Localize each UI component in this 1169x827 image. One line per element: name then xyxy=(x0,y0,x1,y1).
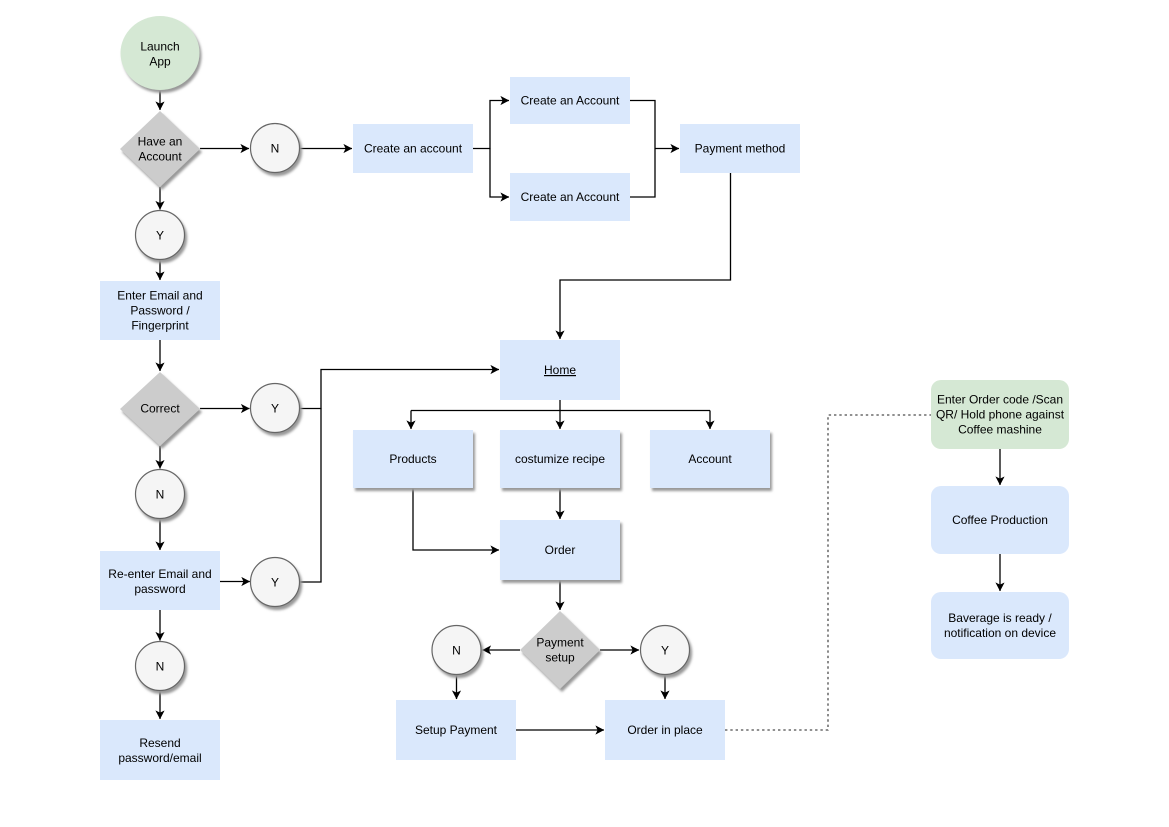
svg-text:Products: Products xyxy=(389,452,436,466)
svg-text:Resend: Resend xyxy=(139,736,180,750)
svg-text:Re-enter Email and: Re-enter Email and xyxy=(108,567,211,581)
svg-text:Order: Order xyxy=(545,543,576,557)
svg-text:Fingerprint: Fingerprint xyxy=(131,319,189,333)
svg-text:Enter Order code /Scan: Enter Order code /Scan xyxy=(937,393,1063,407)
svg-text:Payment method: Payment method xyxy=(695,142,786,156)
svg-text:Setup Payment: Setup Payment xyxy=(415,723,498,737)
svg-text:Y: Y xyxy=(156,229,164,243)
svg-text:App: App xyxy=(149,55,171,69)
svg-text:Have an: Have an xyxy=(138,135,183,149)
svg-text:Create an account: Create an account xyxy=(364,142,463,156)
svg-text:N: N xyxy=(271,142,280,156)
svg-text:Password /: Password / xyxy=(130,304,190,318)
svg-text:N: N xyxy=(156,488,165,502)
svg-text:Account: Account xyxy=(688,452,732,466)
svg-text:Payment: Payment xyxy=(536,636,584,650)
svg-text:setup: setup xyxy=(545,651,575,665)
svg-text:Y: Y xyxy=(271,576,279,590)
svg-text:costumize recipe: costumize recipe xyxy=(515,452,605,466)
svg-text:Account: Account xyxy=(138,150,182,164)
svg-text:Correct: Correct xyxy=(140,402,180,416)
svg-text:Baverage is ready /: Baverage is ready / xyxy=(948,611,1052,625)
svg-text:password/email: password/email xyxy=(118,751,201,765)
svg-text:Enter Email and: Enter Email and xyxy=(117,289,202,303)
svg-text:Launch: Launch xyxy=(140,40,179,54)
svg-text:Home: Home xyxy=(544,363,576,377)
svg-text:Create an Account: Create an Account xyxy=(521,190,620,204)
svg-text:password: password xyxy=(134,582,185,596)
svg-text:Create an Account: Create an Account xyxy=(521,94,620,108)
svg-text:Coffee Production: Coffee Production xyxy=(952,513,1048,527)
svg-text:QR/ Hold phone against: QR/ Hold phone against xyxy=(936,408,1065,422)
svg-text:Y: Y xyxy=(661,644,669,658)
svg-text:Order in place: Order in place xyxy=(627,723,703,737)
svg-text:Y: Y xyxy=(271,402,279,416)
svg-text:notification on device: notification on device xyxy=(944,626,1056,640)
svg-text:N: N xyxy=(156,660,165,674)
svg-text:Coffee mashine: Coffee mashine xyxy=(958,423,1042,437)
svg-text:N: N xyxy=(452,644,461,658)
